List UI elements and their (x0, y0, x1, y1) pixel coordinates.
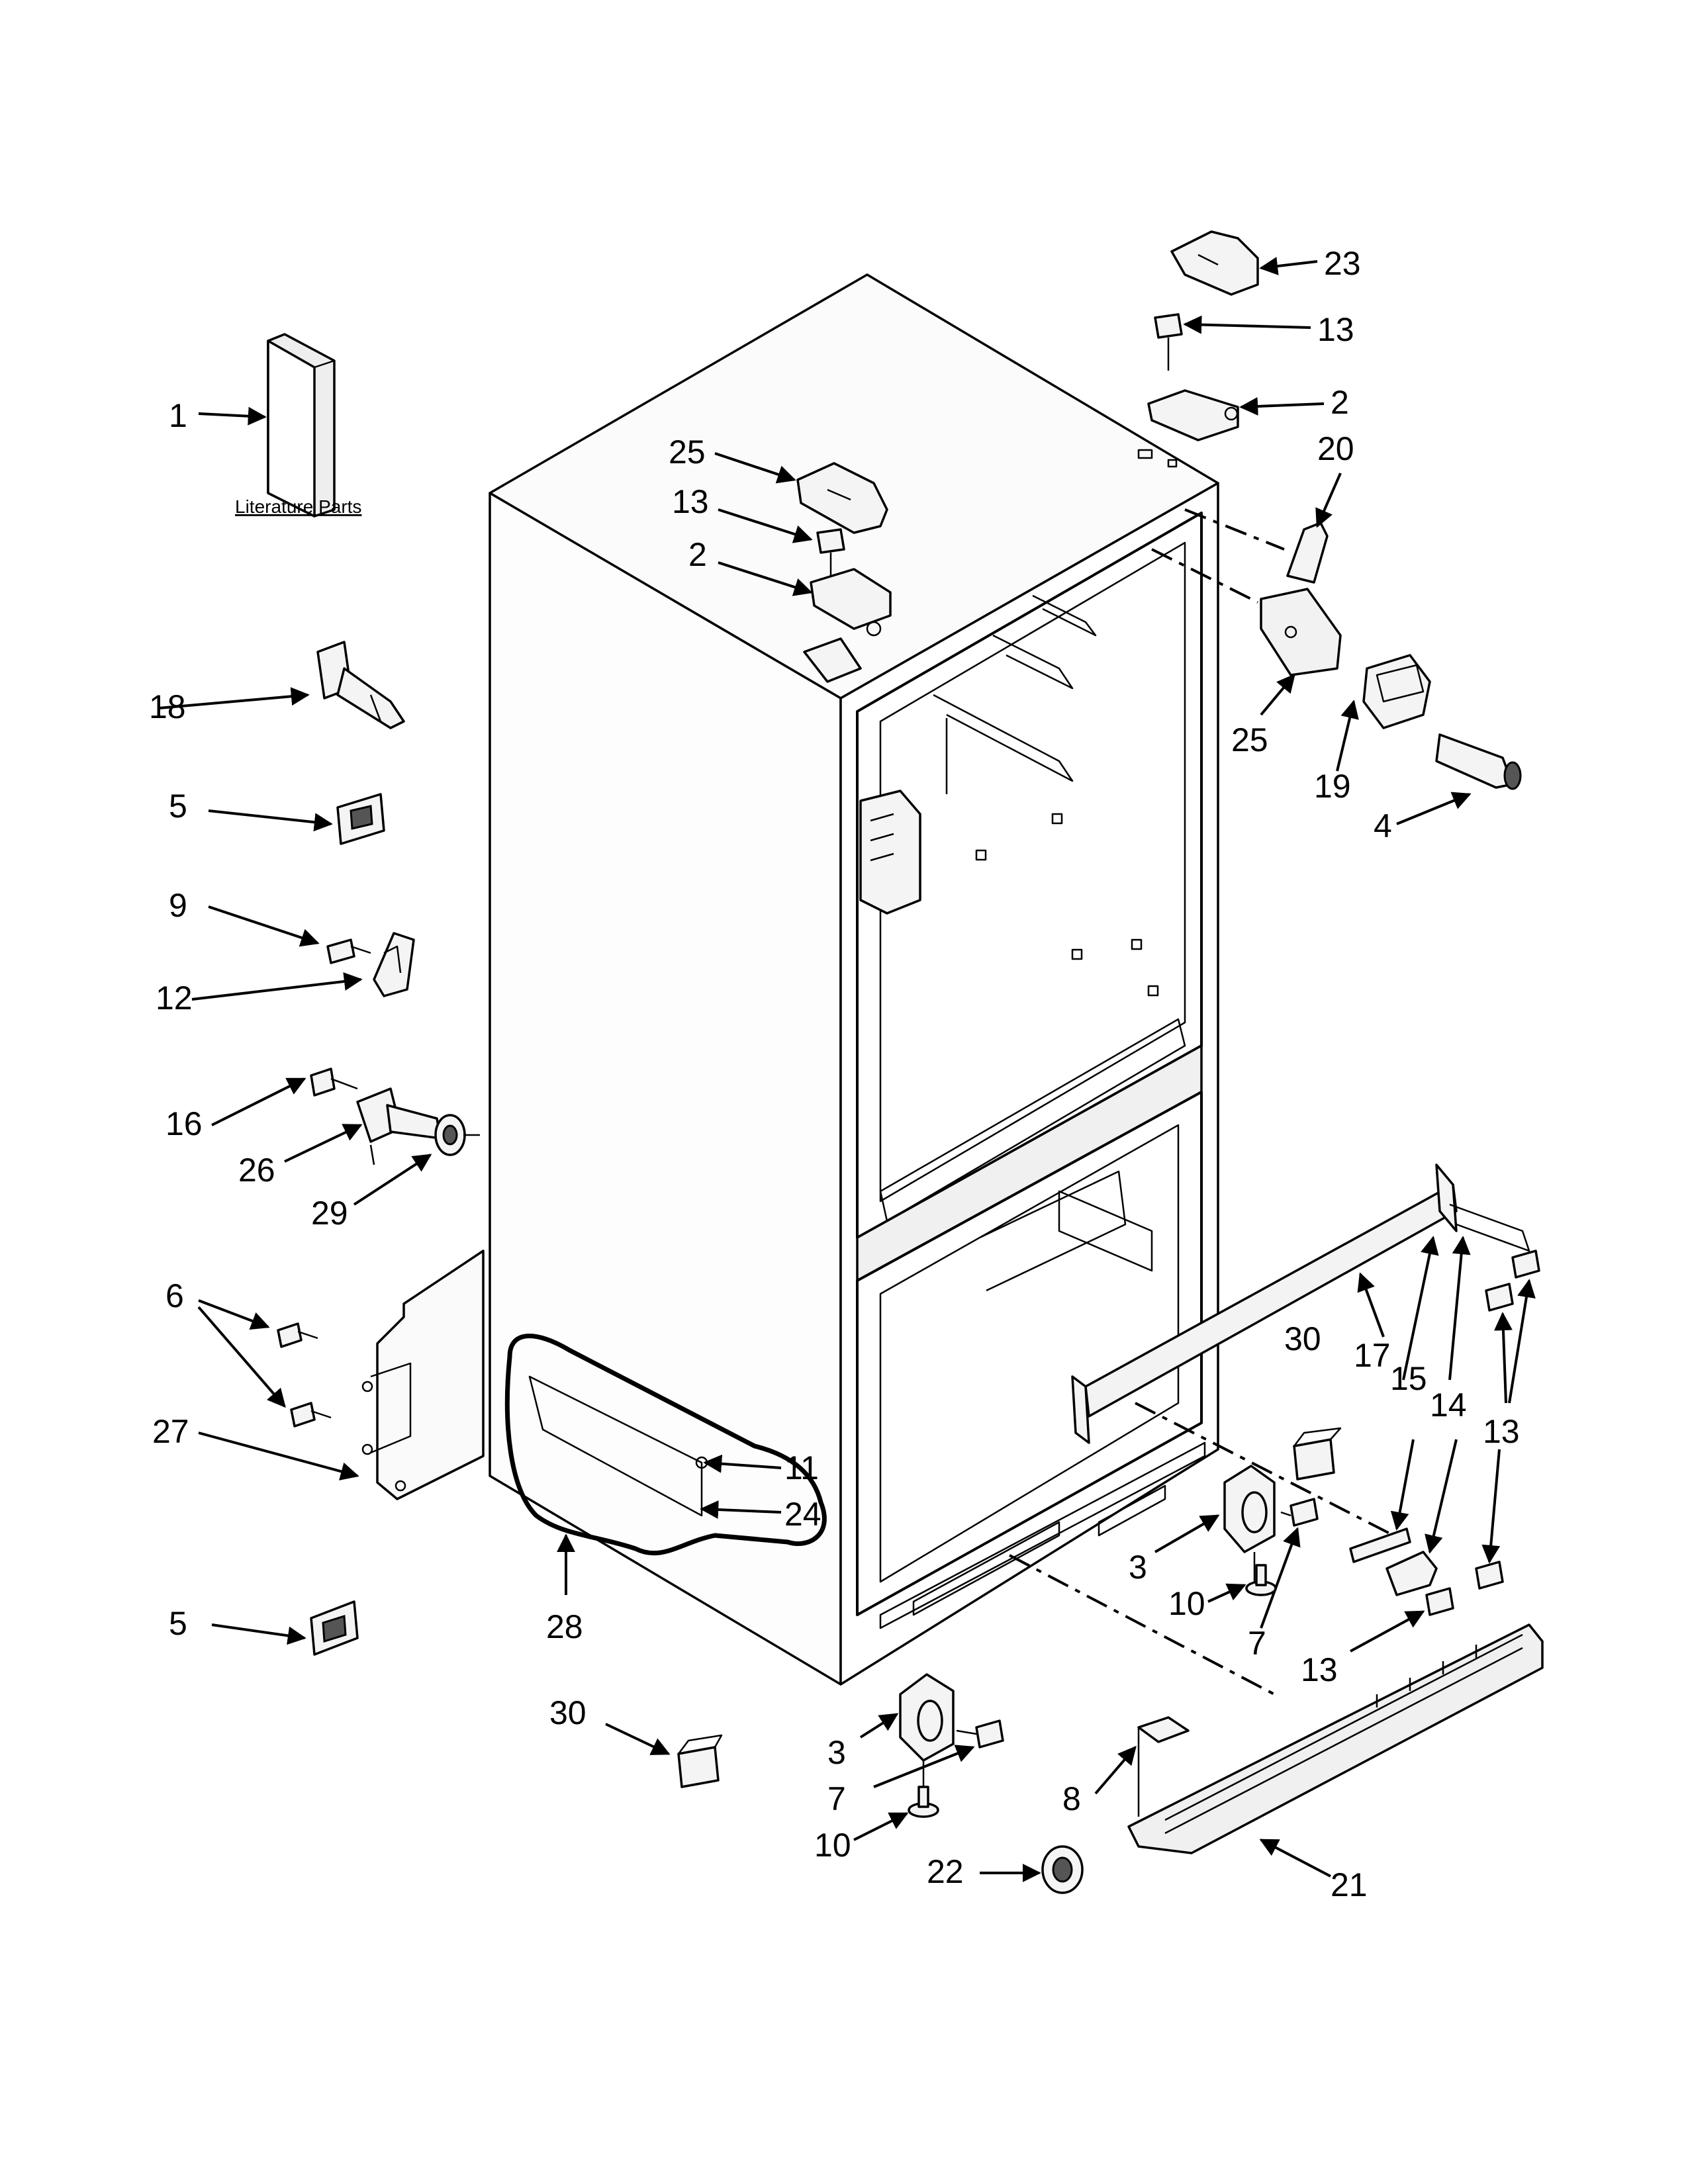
hinge-screw-part-13-top (1154, 313, 1183, 371)
roller-axle-part-26 (356, 1087, 442, 1165)
callout-13-center: 13 (672, 483, 709, 520)
cap-part-22 (1041, 1845, 1084, 1894)
hinge-cover-part-23 (1170, 230, 1259, 296)
screw-part-13-rail-a (1511, 1250, 1540, 1279)
callout-12: 12 (156, 979, 193, 1017)
callout-5-lower: 5 (169, 1605, 187, 1642)
rail-part-17 (1071, 1163, 1530, 1444)
callout-14: 14 (1430, 1387, 1467, 1424)
hinge-screw-part-13-center (816, 528, 845, 582)
callout-24: 24 (784, 1496, 821, 1533)
bracket-part-12 (373, 932, 415, 997)
callout-30-upper: 30 (1284, 1320, 1321, 1357)
screw-part-7-left (956, 1719, 1004, 1749)
hinge-body-part-19 (1362, 654, 1431, 729)
callout-3-right: 3 (1129, 1549, 1147, 1586)
callout-28: 28 (546, 1608, 583, 1645)
hinge-part-2-center (803, 568, 892, 683)
clip-part-8 (1137, 1716, 1190, 1817)
callout-27: 27 (152, 1413, 189, 1450)
callout-18: 18 (149, 688, 186, 725)
callout-25-top: 25 (669, 433, 706, 471)
hinge-cam-part-20 (1286, 522, 1329, 584)
leveling-foot-part-10-left (908, 1786, 939, 1818)
callout-23: 23 (1324, 245, 1361, 282)
callout-1: 1 (169, 397, 187, 434)
screw-part-6-b (290, 1402, 332, 1428)
callout-10-right: 10 (1168, 1585, 1205, 1622)
callout-5-upper: 5 (169, 788, 187, 825)
callout-2-top: 2 (1331, 384, 1349, 421)
hinge-pin-part-18 (316, 641, 405, 729)
screw-part-9 (326, 938, 371, 964)
callout-25-right: 25 (1231, 721, 1268, 758)
callout-19: 19 (1314, 768, 1351, 805)
roller-wheel-part-29 (434, 1114, 480, 1156)
callout-9: 9 (169, 887, 187, 924)
callout-13-rail: 13 (1483, 1413, 1520, 1450)
hinge-pin-part-4 (1435, 733, 1522, 790)
bracket-part-14-lower (1385, 1551, 1438, 1596)
callout-21: 21 (1331, 1866, 1368, 1903)
base-grille-part-21 (1127, 1623, 1544, 1854)
hinge-part-2-top (1147, 389, 1239, 441)
hinge-cover-part-25-top (796, 462, 888, 534)
bracket-part-15-lower (1349, 1527, 1411, 1563)
clip-part-5-upper (336, 793, 385, 845)
hinge-bracket-part-25-right (1260, 588, 1342, 676)
callout-26: 26 (238, 1152, 275, 1189)
callout-22: 22 (927, 1853, 964, 1890)
callout-13-top: 13 (1317, 311, 1354, 348)
callout-4: 4 (1374, 807, 1392, 844)
callout-16: 16 (165, 1105, 203, 1142)
callout-7-right: 7 (1248, 1625, 1266, 1662)
roller-assembly-part-3-left (899, 1673, 955, 1800)
callout-20: 20 (1317, 430, 1354, 467)
literature-parts-book (267, 333, 336, 518)
leveling-foot-part-10-right (1245, 1564, 1277, 1596)
screw-part-13-lower-a (1475, 1561, 1504, 1590)
bumper-part-30-upper (1293, 1427, 1342, 1480)
callout-7-left: 7 (827, 1780, 846, 1817)
screw-part-13-lower-b (1425, 1587, 1454, 1616)
callout-13-lower: 13 (1301, 1651, 1338, 1688)
literature-parts-label: Literature Parts (235, 496, 361, 517)
screw-part-16 (310, 1068, 358, 1097)
callout-30-lower: 30 (549, 1694, 586, 1731)
bumper-part-30-lower (677, 1734, 723, 1788)
callout-8: 8 (1062, 1780, 1081, 1817)
callout-17: 17 (1354, 1337, 1391, 1374)
callout-29: 29 (311, 1195, 348, 1232)
screw-part-13-rail-b (1485, 1283, 1514, 1312)
callout-15: 15 (1390, 1360, 1427, 1397)
callout-11: 11 (784, 1449, 819, 1486)
callout-2-center: 2 (688, 536, 707, 573)
callout-6: 6 (165, 1277, 184, 1314)
screw-part-7-right (1280, 1498, 1319, 1527)
bracket-plate-part-27 (361, 1250, 485, 1500)
callout-10-left: 10 (814, 1827, 851, 1864)
callout-labels: 1 23 13 2 20 25 13 2 18 25 19 4 5 9 12 1… (149, 245, 1520, 1903)
callout-3-left: 3 (827, 1734, 846, 1771)
screw-part-6-a (277, 1322, 318, 1348)
clip-part-5-lower (310, 1600, 359, 1656)
roller-assembly-part-3-right (1223, 1465, 1276, 1582)
